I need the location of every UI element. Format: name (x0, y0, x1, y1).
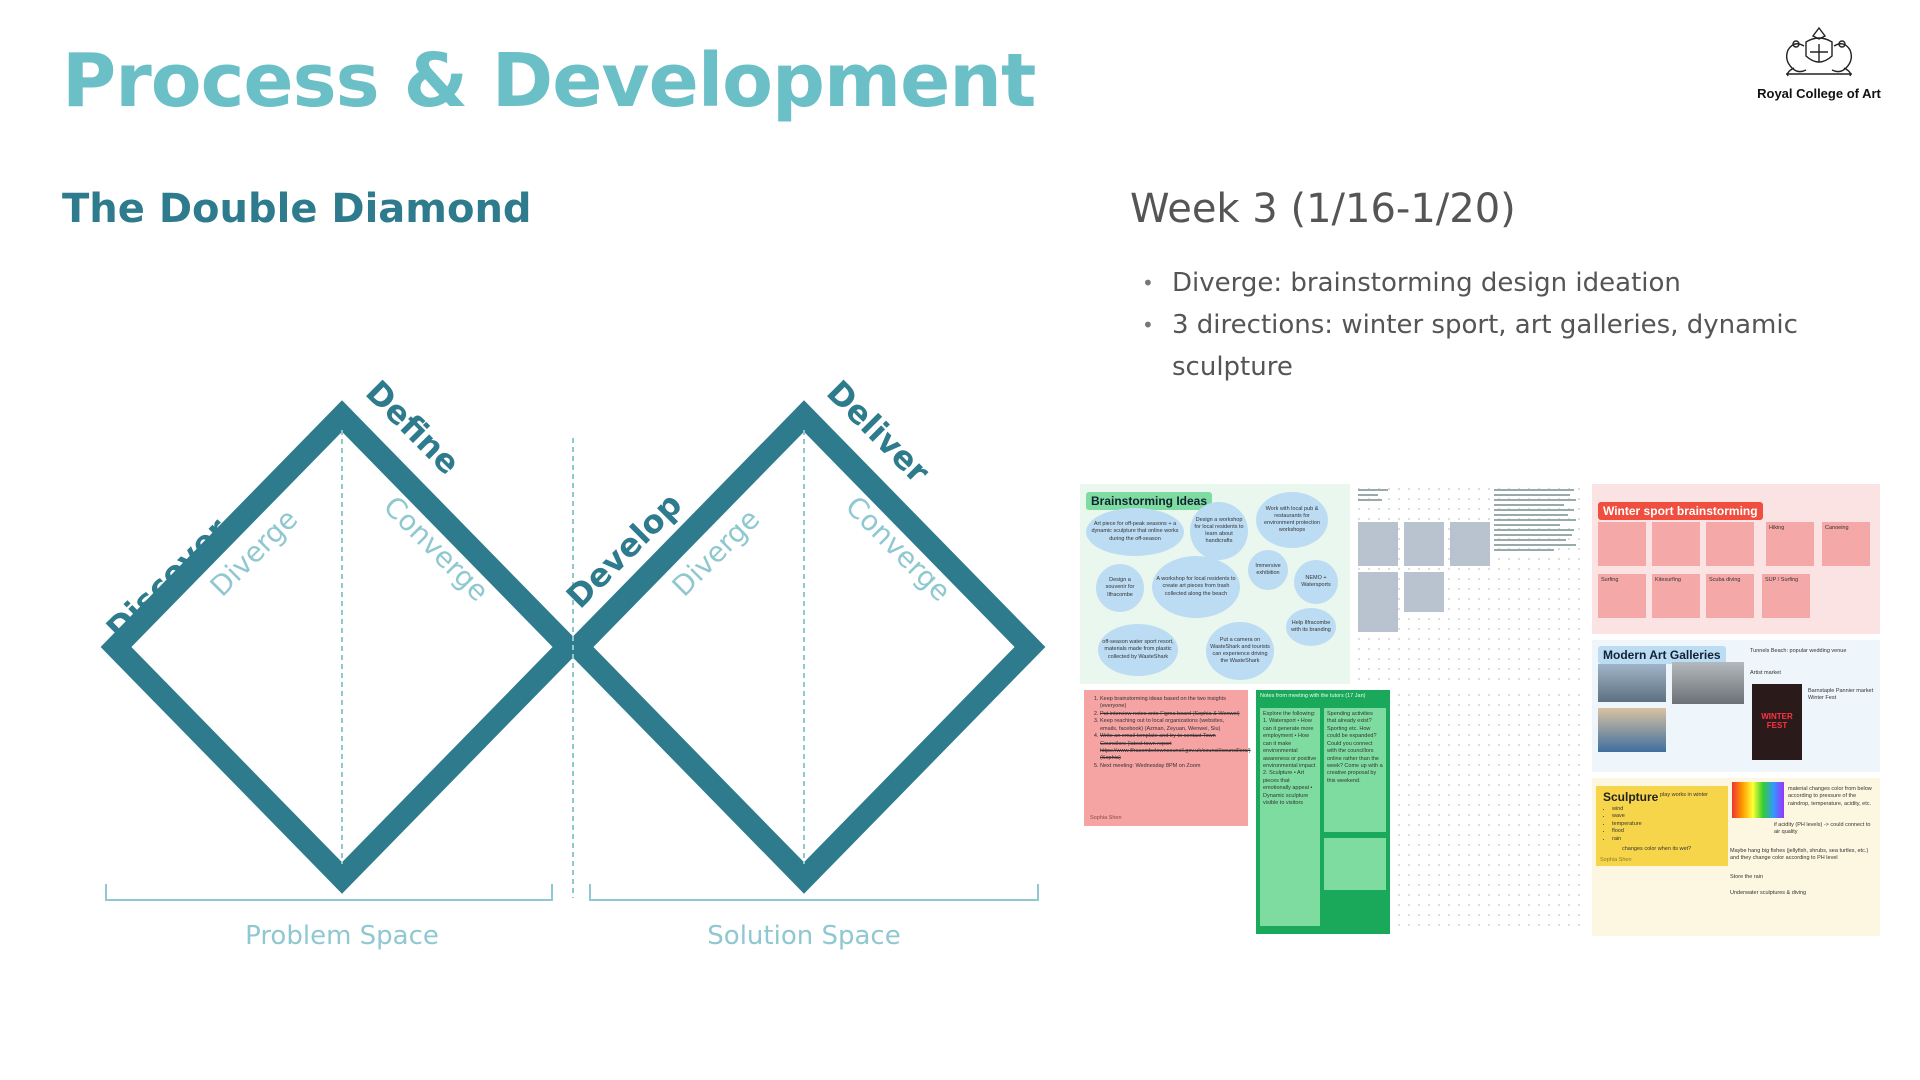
sculpture-note: Store the rain (1730, 874, 1764, 880)
board-canvas (1394, 690, 1584, 934)
todo-item: Write an email template and try to conta… (1100, 733, 1251, 763)
brainstorm-label: Brainstorming Ideas (1086, 492, 1213, 510)
notes-cluster (1354, 484, 1584, 684)
grey-sticky (1358, 572, 1398, 632)
figma-board-screenshot: Brainstorming Ideas Art piece for off-pe… (1080, 484, 1880, 936)
tutor-notes-col1: Explore the following: 1. Watersport • H… (1260, 708, 1320, 926)
idea-bubble: NEMO + Watersports (1294, 560, 1338, 604)
grey-sticky (1404, 522, 1444, 566)
todo-item: Keep reaching out to local organizations… (1100, 718, 1242, 733)
grey-sticky (1450, 522, 1490, 566)
grey-sticky (1404, 572, 1444, 612)
todo-author: Sophia Shen (1090, 814, 1122, 821)
bullet-item: Diverge: brainstorming design ideation (1142, 262, 1802, 304)
brainstorm-area: Brainstorming Ideas Art piece for off-pe… (1080, 484, 1350, 684)
crest-icon (1785, 26, 1853, 77)
idea-bubble: A workshop for local residents to create… (1152, 556, 1240, 618)
label-problem-space: Problem Space (245, 921, 439, 951)
bullet-item: 3 directions: winter sport, art gallerie… (1142, 304, 1802, 388)
idea-bubble: Immersive exhibition (1248, 550, 1288, 590)
label-solution-space: Solution Space (707, 921, 900, 951)
week-title: Week 3 (1/16-1/20) (1130, 186, 1516, 232)
page-title: Process & Development (62, 38, 1036, 124)
winter-sticky (1706, 522, 1754, 566)
winter-sticky: Hiking (1766, 522, 1814, 566)
winter-sticky (1598, 522, 1646, 566)
diamond-right (562, 400, 1046, 894)
sculpture-label: Sculpture (1598, 788, 1664, 806)
idea-bubble: Help Ilfracombe with its branding (1286, 608, 1336, 646)
sculpture-sublist: changes color when its wet? (1622, 846, 1692, 852)
sculpture-heading: play works in winter (1660, 792, 1708, 798)
phase-define: Define (358, 373, 467, 482)
sculpture-list-item: flood (1612, 828, 1642, 835)
double-diamond-diagram: Discover Define Develop Deliver Diverge … (99, 373, 1046, 951)
gallery-note: Tunnels Beach: popular wedding venue (1750, 648, 1847, 654)
logo-text: Royal College of Art (1757, 86, 1881, 101)
week-bullets: Diverge: brainstorming design ideation 3… (1142, 262, 1802, 388)
bracket-problem (105, 884, 553, 901)
sculpture-note: Underwater sculptures & diving (1730, 890, 1807, 896)
winter-sticky: Canoeing (1822, 522, 1870, 566)
tutor-notes-label: Notes from meeting with the tutors (17 J… (1260, 693, 1366, 699)
grey-sticky (1358, 522, 1398, 566)
idea-bubble: off-season water sport resort, materials… (1098, 624, 1178, 676)
sculpture-list-item: wind (1612, 806, 1642, 813)
winter-sticky: Kitesurfing (1652, 574, 1700, 618)
idea-bubble: Work with local pub & restaurants for en… (1256, 492, 1328, 548)
bracket-solution (589, 884, 1039, 901)
gallery-photo (1598, 664, 1666, 702)
section-subtitle: The Double Diamond (62, 186, 532, 232)
gallery-photo (1672, 662, 1744, 704)
umbrella-photo (1732, 782, 1784, 818)
rca-logo: Royal College of Art (1744, 22, 1894, 101)
sculpture-note: material changes color from below accord… (1788, 786, 1872, 807)
winter-sport-area: Winter sport brainstorming Hiking Canoei… (1592, 484, 1880, 634)
galleries-label: Modern Art Galleries (1598, 646, 1726, 664)
sculpture-list-item: wave (1612, 813, 1642, 820)
text-block (1494, 486, 1580, 636)
poster-text: WINTER FEST (1761, 712, 1793, 730)
sculpture-author: Sophia Shen (1600, 856, 1632, 863)
winter-sticky: Scuba diving (1706, 574, 1754, 618)
winter-fest-poster: WINTER FEST (1752, 684, 1802, 760)
winter-sport-label: Winter sport brainstorming (1598, 502, 1763, 520)
idea-bubble: Put a camera on WasteShark and tourists … (1206, 622, 1274, 680)
sculpture-note: Maybe hang big fishes (jellyfish, shrubs… (1730, 848, 1869, 862)
gallery-photo (1598, 708, 1666, 752)
sculpture-list-item: temperature (1612, 821, 1642, 828)
todo-item: Keep brainstorming ideas based on the tw… (1100, 696, 1242, 711)
idea-bubble: Design a souvenir for Ilfracombe (1096, 564, 1144, 612)
sculpture-list-item: rain (1612, 836, 1642, 843)
winter-sticky (1652, 522, 1700, 566)
winter-sticky: Surfing (1598, 574, 1646, 618)
idea-bubble: Art piece for off-peak seasons + a dynam… (1086, 508, 1184, 556)
todo-item: Put interview notes onto Figma board (So… (1100, 711, 1242, 718)
tutor-notes: Notes from meeting with the tutors (17 J… (1256, 690, 1390, 934)
diamond-left (100, 400, 584, 894)
phase-deliver: Deliver (819, 373, 937, 491)
winter-sticky: SUP / Surfing (1762, 574, 1810, 618)
sculpture-area: Sculpture play works in winter wind wave… (1592, 778, 1880, 936)
gallery-note: Barnstaple Pannier market Winter Fest (1808, 688, 1874, 702)
tutor-sticky (1324, 838, 1386, 890)
todo-item: Next meeting: Wednesday 8PM on Zoom (1100, 763, 1242, 770)
gallery-note: Artist market (1750, 670, 1781, 676)
sculpture-note: if acidity (PH levels) -> could connect … (1774, 822, 1871, 836)
sculpture-sticky: Sculpture play works in winter wind wave… (1596, 786, 1728, 866)
galleries-area: Modern Art Galleries WINTER FEST Tunnels… (1592, 640, 1880, 772)
tutor-notes-col2: Spending activities that already exist? … (1324, 708, 1386, 832)
idea-bubble: Design a workshop for local residents to… (1190, 502, 1248, 560)
todo-note: Keep brainstorming ideas based on the tw… (1084, 690, 1251, 826)
